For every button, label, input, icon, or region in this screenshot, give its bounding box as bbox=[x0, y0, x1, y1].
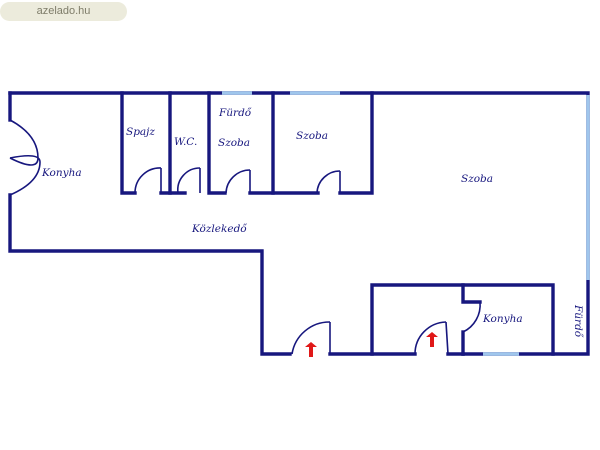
room-label-spajz: Spajz bbox=[126, 126, 155, 138]
windows bbox=[222, 91, 590, 356]
door-entry-main bbox=[291, 321, 331, 355]
room-label-furdo-right: Fürdő bbox=[572, 304, 585, 338]
room-label-szoba-large: Szoba bbox=[461, 173, 493, 185]
entry-arrow-icon bbox=[426, 332, 438, 347]
room-label-szoba-mid: Szoba bbox=[296, 130, 328, 142]
door-wc bbox=[177, 167, 201, 194]
door-konyha-right bbox=[462, 301, 481, 333]
room-label-konyha: Konyha bbox=[41, 167, 82, 179]
room-label-szoba-small: Szoba bbox=[218, 137, 250, 149]
door-furdo bbox=[225, 169, 251, 194]
room-label-wc: W.C. bbox=[174, 136, 197, 148]
door-konyha-left bbox=[9, 119, 41, 196]
doors bbox=[9, 119, 481, 355]
entry-arrow-icon bbox=[305, 342, 317, 357]
room-label-kozlekedo: Közlekedő bbox=[191, 222, 247, 235]
door-entry-right bbox=[414, 321, 449, 355]
room-label-furdo: Fürdő bbox=[218, 106, 252, 119]
door-szoba-mid bbox=[316, 170, 341, 194]
door-spajz bbox=[134, 167, 162, 194]
site-watermark: azelado.hu bbox=[0, 2, 127, 21]
interior-walls bbox=[120, 91, 555, 356]
room-label-konyha-right: Konyha bbox=[482, 313, 523, 325]
